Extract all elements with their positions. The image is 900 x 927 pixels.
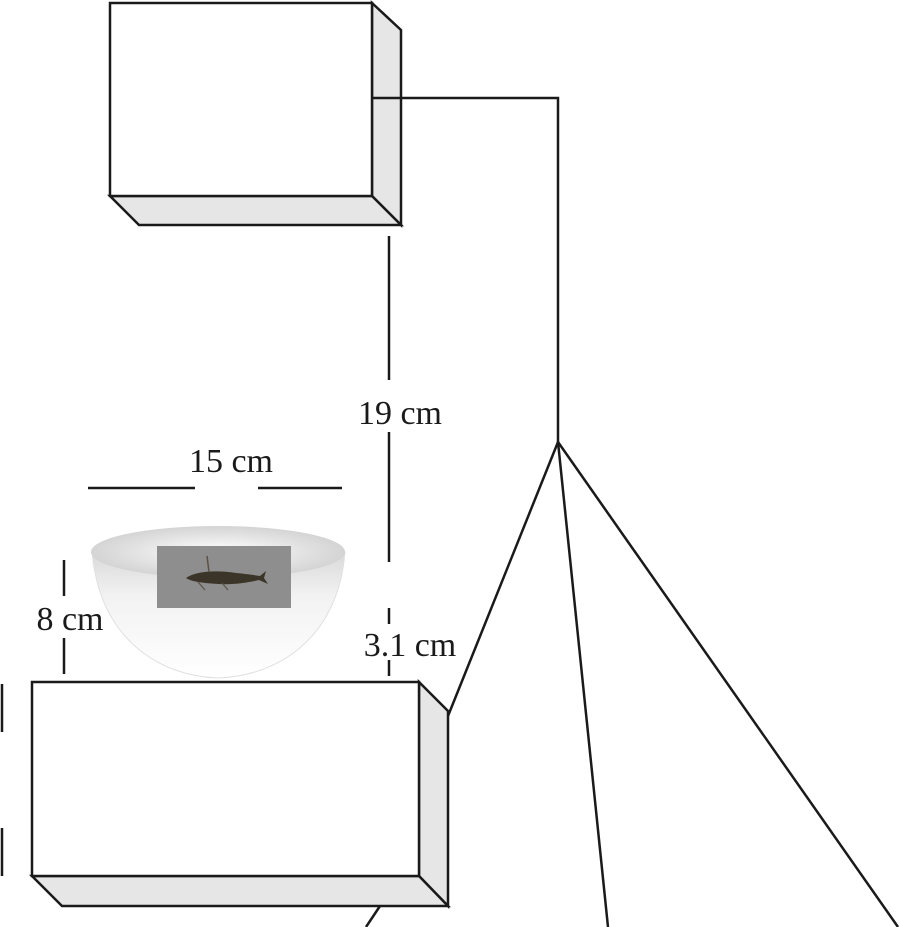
camera-arm — [372, 96, 560, 442]
platform-box-front-face — [30, 680, 421, 878]
bowl — [91, 526, 346, 679]
tripod-leg-left — [446, 441, 560, 717]
tripod-stand — [364, 96, 900, 927]
platform-box — [28, 678, 451, 910]
platform-box-right-face — [417, 678, 450, 910]
camera-box-front-face — [108, 1, 374, 198]
fish-icon — [186, 555, 268, 591]
tripod-leg-middle — [556, 441, 610, 927]
camera-box-bottom-face — [106, 194, 405, 227]
tripod-leg-right — [556, 441, 900, 927]
platform-gap-label: 3.1 cm — [364, 627, 457, 664]
camera-box — [106, 0, 405, 229]
dimension-lines — [62, 236, 391, 676]
bowl-diameter-label: 15 cm — [189, 443, 273, 480]
tripod-leg-left-lower — [364, 905, 382, 927]
distance-label: 19 cm — [358, 395, 442, 432]
bowl-height-label: 8 cm — [36, 601, 103, 638]
platform-box-bottom-face — [28, 874, 451, 908]
camera-box-right-face — [370, 0, 403, 229]
